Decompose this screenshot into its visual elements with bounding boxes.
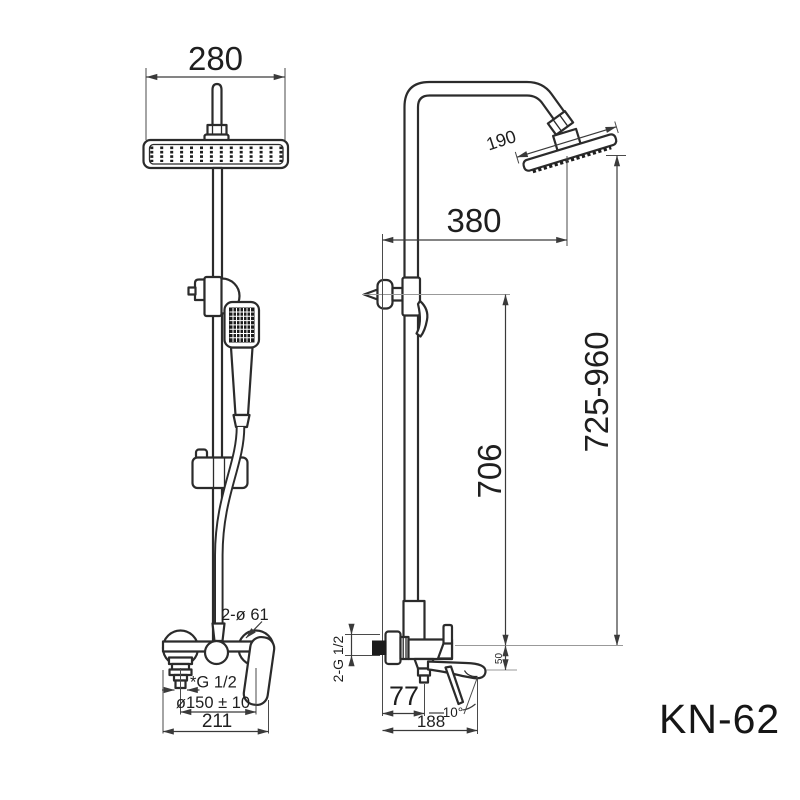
spout-angle-label: 10° bbox=[443, 705, 463, 720]
outlet-spout-steps bbox=[167, 656, 194, 666]
escutcheon-leader-line bbox=[245, 621, 263, 639]
mixer-lever-front bbox=[242, 635, 276, 707]
dim-head-width-label: 280 bbox=[188, 40, 243, 77]
handshower-hook bbox=[415, 299, 429, 338]
rain-head-inner-outline bbox=[148, 143, 284, 165]
dim-extension-lines bbox=[145, 68, 286, 140]
outlet-drop-label: 50 bbox=[494, 653, 505, 665]
slider-bracket-notch bbox=[212, 457, 226, 488]
wall-nipple bbox=[372, 640, 387, 655]
spout-angle-line bbox=[463, 676, 478, 715]
inlet-centers-extension bbox=[180, 668, 257, 715]
hand-shower-spray-grid bbox=[229, 308, 254, 342]
bath-spout-side bbox=[426, 660, 487, 680]
model-code-label: KN-62 bbox=[659, 696, 780, 742]
column-lower-sleeve bbox=[402, 599, 426, 642]
spout-reach-label: 188 bbox=[417, 712, 445, 731]
escutcheon-diameter-label: 2-ø 61 bbox=[221, 606, 269, 624]
inlet-centers-label: ø150 ± 10 bbox=[176, 694, 250, 712]
mixer-lever-diagonal bbox=[444, 665, 465, 706]
wall-escutcheon-side bbox=[384, 630, 402, 666]
connection-threads bbox=[399, 635, 410, 661]
front-view: 280 bbox=[142, 40, 290, 735]
connection-thread-lines bbox=[402, 637, 407, 659]
mixer-lever-side-up bbox=[442, 623, 454, 646]
arm-reach-label: 380 bbox=[446, 202, 501, 239]
rain-head-nozzles bbox=[532, 146, 612, 174]
shower-head-pipe bbox=[211, 82, 223, 128]
spout-tip-outlet bbox=[463, 670, 478, 678]
side-view: 190 380 706 725-960 2-G 1/2 bbox=[330, 80, 626, 734]
spout-angle-arc bbox=[462, 703, 476, 711]
wall-connections-label: 2-G 1/2 bbox=[330, 635, 346, 682]
hand-shower-cone bbox=[232, 413, 251, 429]
hand-shower-handle bbox=[229, 346, 254, 417]
head-depth-label: 190 bbox=[484, 126, 519, 154]
wall-to-outlet-label: 77 bbox=[389, 681, 419, 711]
outlet-aerator-side bbox=[418, 674, 430, 684]
dim-line-190 bbox=[516, 126, 617, 158]
hose-cone-connector bbox=[211, 622, 226, 643]
column-height-label: 706 bbox=[471, 443, 508, 498]
diverter-bracket bbox=[203, 275, 223, 318]
outlet-thread-label: *G 1/2 bbox=[190, 674, 237, 692]
shower-hose bbox=[216, 426, 244, 624]
overall-width-label: 211 bbox=[202, 711, 232, 732]
mixer-lever-side-base bbox=[436, 642, 454, 660]
holder-body bbox=[401, 276, 422, 317]
diverter-pin bbox=[187, 286, 197, 296]
pipe-nut-facets bbox=[211, 125, 223, 135]
overall-height-label: 725-960 bbox=[578, 331, 615, 452]
hose-ball-joint bbox=[203, 639, 230, 666]
overall-width-extension bbox=[162, 670, 269, 734]
